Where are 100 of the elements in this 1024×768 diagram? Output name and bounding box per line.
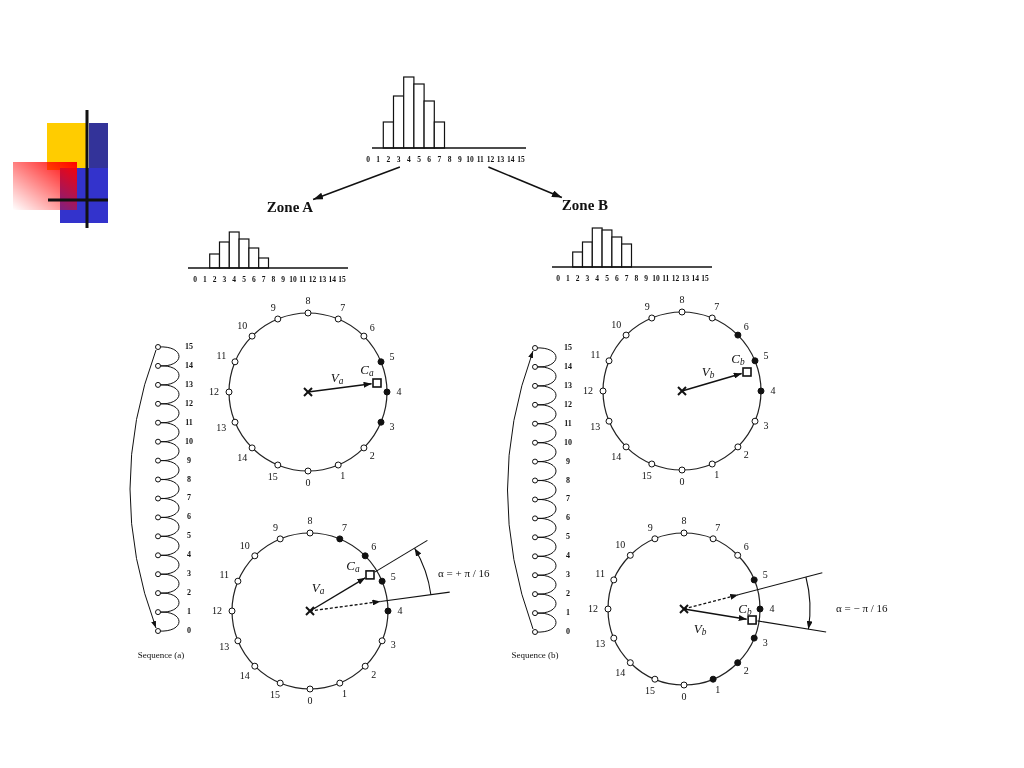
point-number: 8 bbox=[307, 516, 313, 526]
sequence-number: 9 bbox=[187, 456, 191, 465]
point-number: 15 bbox=[270, 690, 281, 701]
point-number: 2 bbox=[369, 451, 375, 462]
sequence-number: 13 bbox=[185, 380, 193, 389]
point-number: 9 bbox=[647, 522, 653, 533]
point-number: 11 bbox=[216, 351, 227, 362]
sequence-number: 8 bbox=[187, 475, 191, 484]
point-number: 7 bbox=[341, 522, 347, 533]
zone-heading: Zone A bbox=[266, 199, 314, 215]
sequence-caption: Sequence (b) bbox=[511, 650, 559, 660]
point-number: 12 bbox=[588, 604, 598, 614]
point-label: C$_{b}$ bbox=[731, 351, 745, 365]
point-number: 4 bbox=[770, 386, 776, 396]
point-number: 4 bbox=[397, 606, 403, 616]
point-number: 15 bbox=[267, 472, 278, 483]
sequence-number: 1 bbox=[187, 608, 191, 617]
sequence-number: 6 bbox=[566, 514, 570, 523]
point-number: 6 bbox=[369, 322, 375, 333]
sequence-number: 13 bbox=[564, 381, 572, 390]
sequence-number: 7 bbox=[566, 495, 570, 504]
arrow bbox=[487, 166, 563, 199]
point-number: 5 bbox=[389, 352, 395, 363]
point-number: 11 bbox=[219, 570, 230, 581]
point-number: 14 bbox=[237, 452, 248, 463]
point-number: 2 bbox=[743, 666, 749, 677]
point-label: C$_{a}$ bbox=[346, 558, 360, 572]
point-number: 8 bbox=[679, 295, 685, 305]
point-number: 6 bbox=[743, 321, 749, 332]
angle-label: α = − π / 16 bbox=[836, 602, 888, 614]
point-number: 5 bbox=[763, 351, 769, 362]
point-number: 6 bbox=[743, 541, 749, 552]
sequence-number: 0 bbox=[566, 628, 570, 636]
point-number: 13 bbox=[595, 638, 606, 649]
vector-label: V$_{a}$ bbox=[311, 580, 325, 594]
vector-label: V$_{b}$ bbox=[701, 364, 715, 378]
point-number: 10 bbox=[615, 540, 626, 551]
zone-heading: Zone B bbox=[561, 197, 609, 213]
point-number: 14 bbox=[615, 667, 626, 678]
point-label: C$_{a}$ bbox=[360, 362, 374, 376]
point-number: 14 bbox=[239, 671, 250, 682]
point-number: 3 bbox=[389, 421, 395, 432]
point-number: 4 bbox=[396, 387, 402, 397]
sequence-number: 6 bbox=[187, 513, 191, 522]
sequence-number: 10 bbox=[185, 437, 193, 446]
point-number: 15 bbox=[644, 686, 655, 697]
sequence-number: 12 bbox=[564, 400, 572, 409]
point-number: 14 bbox=[611, 451, 622, 462]
sequence-number: 15 bbox=[564, 344, 572, 352]
point-number: 3 bbox=[390, 640, 396, 651]
point-label: C$_{b}$ bbox=[738, 601, 752, 615]
point-number: 7 bbox=[715, 522, 721, 533]
sequence-number: 5 bbox=[187, 532, 191, 541]
sequence-number: 0 bbox=[187, 627, 191, 635]
point-number: 3 bbox=[763, 420, 769, 431]
sequence-number: 7 bbox=[187, 494, 191, 503]
sequence-number: 11 bbox=[564, 419, 572, 428]
point-number: 9 bbox=[270, 302, 276, 313]
point-number: 11 bbox=[590, 350, 601, 361]
point-number: 8 bbox=[305, 296, 311, 306]
point-number: 1 bbox=[341, 689, 347, 700]
point-number: 2 bbox=[371, 669, 377, 680]
point-number: 13 bbox=[216, 422, 227, 433]
angle-label: α = + π / 16 bbox=[438, 567, 490, 579]
point-number: 1 bbox=[714, 470, 720, 481]
point-number: 0 bbox=[679, 477, 685, 487]
point-number: 10 bbox=[237, 321, 248, 332]
arrow bbox=[312, 166, 401, 201]
sequence-number: 3 bbox=[187, 570, 191, 579]
point-number: 8 bbox=[681, 516, 687, 526]
point-number: 15 bbox=[641, 471, 652, 482]
point-number: 2 bbox=[743, 450, 749, 461]
sequence-number: 4 bbox=[187, 551, 191, 560]
point-number: 12 bbox=[209, 387, 219, 397]
point-number: 12 bbox=[583, 386, 593, 396]
point-number: 9 bbox=[644, 301, 650, 312]
point-number: 0 bbox=[307, 696, 313, 706]
point-number: 11 bbox=[595, 569, 605, 580]
point-number: 4 bbox=[769, 604, 775, 614]
point-number: 1 bbox=[340, 471, 346, 482]
point-number: 9 bbox=[273, 522, 279, 533]
point-number: 6 bbox=[371, 542, 377, 553]
sequence-number: 11 bbox=[185, 418, 193, 427]
point-number: 0 bbox=[305, 478, 311, 488]
sequence-number: 3 bbox=[566, 571, 570, 580]
sequence-number: 12 bbox=[185, 399, 193, 408]
sequence-number: 2 bbox=[187, 589, 191, 598]
sequence-number: 14 bbox=[185, 361, 193, 370]
point-number: 10 bbox=[611, 320, 622, 331]
sequence-caption: Sequence (a) bbox=[137, 650, 185, 660]
sequence-number: 4 bbox=[566, 552, 570, 561]
point-number: 10 bbox=[239, 540, 250, 551]
point-number: 13 bbox=[219, 641, 230, 652]
vector-label: V$_{b}$ bbox=[693, 621, 707, 635]
point-number: 7 bbox=[714, 301, 720, 312]
sequence-number: 1 bbox=[566, 609, 570, 618]
point-number: 0 bbox=[681, 692, 687, 702]
point-number: 5 bbox=[390, 571, 396, 582]
point-number: 13 bbox=[590, 421, 601, 432]
point-number: 7 bbox=[340, 302, 346, 313]
